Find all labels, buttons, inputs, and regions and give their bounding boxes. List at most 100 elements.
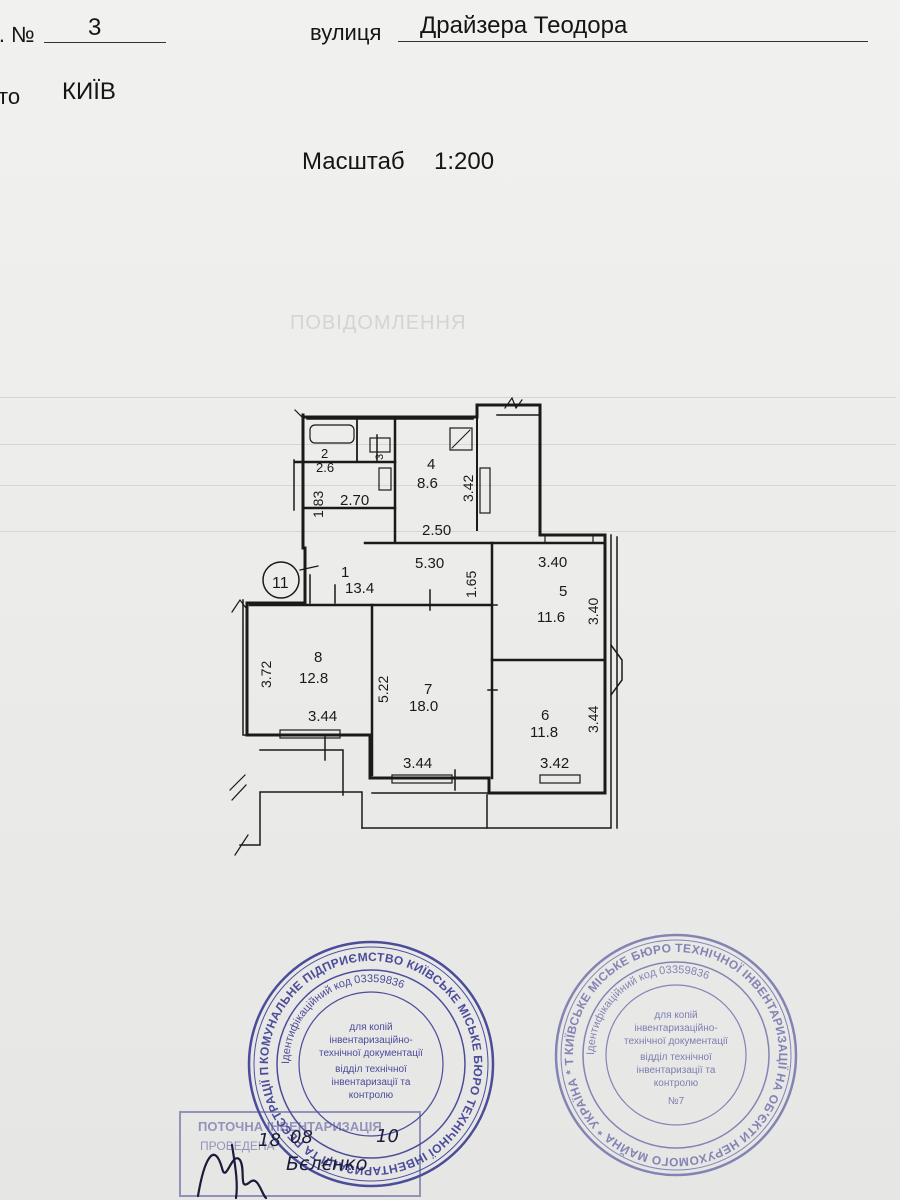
svg-text:контролю: контролю: [349, 1090, 394, 1101]
bleed-through-text: ПОВІДОМЛЕННЯ: [290, 312, 467, 334]
street-name: Драйзера Теодора: [420, 12, 628, 39]
plan-corridor-link: [299, 565, 319, 571]
room-6-number: 6: [541, 707, 549, 724]
plan-window: [479, 467, 491, 514]
room-5-width: 3.40: [538, 554, 567, 571]
room-1-depth: 1.65: [463, 571, 479, 598]
street-label: вулиця: [310, 20, 382, 45]
room-6-height: 3.44: [585, 706, 601, 733]
svg-text:відділ технічної: відділ технічної: [640, 1052, 712, 1063]
room-7-width: 3.44: [403, 755, 432, 772]
plan-outer-wall: [245, 403, 607, 795]
svg-text:технічної документації: технічної документації: [319, 1048, 423, 1059]
svg-text:10: 10: [376, 1126, 399, 1147]
bleed-through-line: ————————————————————————————————————————…: [0, 435, 896, 451]
room-2-depth: 1.83: [310, 491, 326, 518]
room-2-width: 2.70: [340, 492, 369, 509]
plan-bay: [609, 643, 623, 697]
svg-text:контролю: контролю: [654, 1078, 699, 1089]
room-5-depth: 3.40: [585, 598, 601, 625]
plan-window: [539, 774, 581, 784]
room-7-area: 18.0: [409, 698, 438, 715]
left-round-stamp: [247, 940, 495, 1188]
room-6-area: 11.8: [530, 724, 558, 741]
svg-text:технічної документації: технічної документації: [624, 1036, 728, 1047]
room-1-width: 5.30: [415, 555, 444, 572]
svg-text:Бєлєнко: Бєлєнко: [286, 1153, 368, 1175]
plan-outer-wall: [486, 534, 612, 829]
room-6-width: 3.42: [540, 755, 569, 772]
room-8-area: 12.8: [299, 670, 328, 687]
svg-text:для копій: для копій: [654, 1010, 697, 1021]
plan-window: [391, 774, 453, 784]
plan-break-mark: [294, 409, 304, 419]
right-round-stamp: [554, 933, 798, 1177]
city-name: КИЇВ: [62, 78, 116, 105]
room-3-number: 3: [374, 454, 386, 460]
room-4-area: 8.6: [417, 475, 438, 492]
svg-text:інвентаризації та: інвентаризації та: [332, 1077, 411, 1088]
bleed-through-line: ————————————————————————————————————————…: [0, 388, 896, 404]
house-number-label: д. №: [0, 22, 35, 47]
svg-text:інвентаризації та: інвентаризації та: [637, 1065, 716, 1076]
bleed-through-line: ————————————————————————————————————————…: [0, 476, 896, 492]
inventory-rect-stamp: ПОТОЧНА ІНВЕНТАРИЗАЦІЯ ПРОВЕДЕНА: [179, 1111, 421, 1197]
room-7-number: 7: [424, 681, 432, 698]
room-8-number: 8: [314, 649, 322, 666]
room-4-width: 2.50: [422, 522, 451, 539]
plan-stove-mark: [451, 429, 471, 449]
signature-date: 18 08 10 Бєлєнко: [258, 1126, 399, 1175]
svg-text:інвентаризаційно-: інвентаризаційно-: [634, 1023, 717, 1034]
room-7-height: 5.22: [375, 676, 391, 703]
room-1-number: 1: [341, 564, 349, 581]
plan-break-mark: [234, 834, 249, 856]
city-label: то: [0, 84, 21, 109]
room-5-number: 5: [559, 583, 567, 600]
street-underline: [398, 41, 868, 42]
svg-text:№7: №7: [668, 1096, 685, 1107]
scale-value: 1:200: [434, 148, 495, 175]
rect-stamp-line1: ПОТОЧНА ІНВЕНТАРИЗАЦІЯ: [198, 1119, 382, 1134]
house-number-underline: [44, 42, 166, 43]
svg-text:відділ технічної: відділ технічної: [335, 1064, 407, 1075]
plan-outer-wall: [239, 791, 363, 846]
house-number-value: 3: [88, 14, 102, 41]
plan-toilet: [378, 467, 392, 491]
svg-text:08: 08: [290, 1127, 313, 1148]
room-8-height: 3.72: [258, 661, 274, 688]
plan-bathtub: [309, 424, 355, 444]
svg-text:інвентаризаційно-: інвентаризаційно-: [329, 1035, 412, 1046]
plan-balcony: [259, 749, 344, 796]
plan-window: [544, 534, 594, 544]
room-4-depth: 3.42: [460, 475, 476, 502]
plan-balcony: [496, 414, 541, 531]
left-stamp-inner-lines: для копій інвентаризаційно- технічної до…: [319, 1022, 423, 1101]
plan-window: [279, 729, 341, 739]
room-1-area: 13.4: [345, 580, 374, 597]
room-2-number: 2: [321, 446, 328, 461]
right-stamp-inner-lines: для копій інвентаризаційно- технічної до…: [624, 1010, 728, 1107]
plan-outer-wall: [242, 599, 256, 736]
svg-text:18: 18: [258, 1130, 281, 1151]
room-8-width: 3.44: [308, 708, 337, 725]
right-stamp-outer-text: КИЇВСЬКЕ МІСЬКЕ БЮРО ТЕХНІЧНОЇ ІНВЕНТАРИ…: [0, 0, 790, 1169]
room-5-area: 11.6: [537, 609, 565, 626]
corridor-circle: [262, 561, 300, 599]
plan-break-mark: [229, 774, 247, 801]
scale-label: Масштаб: [302, 148, 405, 175]
plan-sink: [369, 437, 391, 453]
plan-stove: [449, 427, 473, 451]
plan-break-mark: [504, 396, 523, 410]
signature: [196, 1143, 268, 1200]
plan-balcony: [361, 794, 488, 829]
corridor-number: 11: [272, 575, 289, 592]
room-4-number: 4: [427, 456, 435, 473]
rect-stamp-line2: ПРОВЕДЕНА: [200, 1139, 275, 1153]
plan-break-mark: [231, 598, 247, 613]
svg-text:для копій: для копій: [349, 1022, 392, 1033]
left-stamp-outer-text: КОМУНАЛЬНЕ ПІДПРИЄМСТВО КИЇВСЬКЕ МІСЬКЕ …: [0, 0, 485, 1178]
bleed-through-line: ————————————————————————————————————————…: [0, 522, 896, 538]
